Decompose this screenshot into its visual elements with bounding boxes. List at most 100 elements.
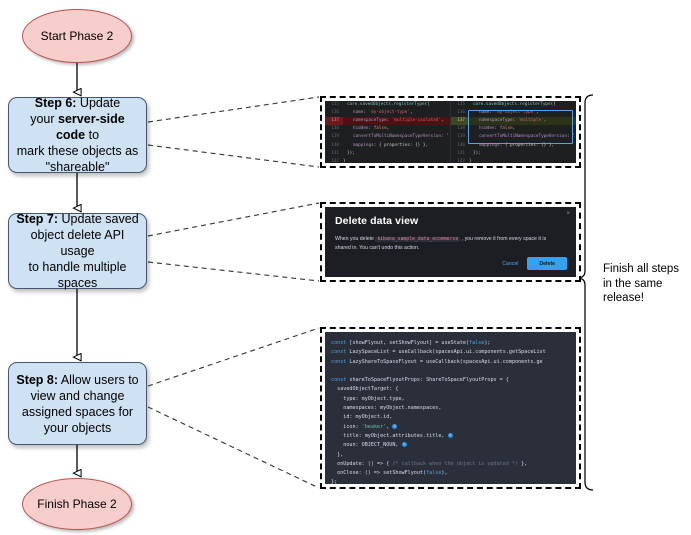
diff-line: 142} <box>325 158 450 163</box>
release-note-line2: in the same <box>603 277 663 290</box>
step-6-line4: "shareable" <box>45 160 110 174</box>
diff-line-number: 141 <box>457 150 465 156</box>
step-8-line1: Allow users to <box>58 372 139 387</box>
react-code-block: const [showFlyout, setShowFlyout] = useS… <box>325 332 576 484</box>
step-7-line2: object delete API usage <box>30 228 125 258</box>
screenshot-delete-modal[interactable]: × Delete data view When you delete kiban… <box>320 202 581 282</box>
close-icon[interactable]: × <box>566 211 570 217</box>
diff-line-code: }); <box>347 150 355 156</box>
dialog-actions: Cancel Delete <box>502 257 567 270</box>
code-line: title: myObject.attributes.title, i <box>331 432 453 439</box>
node-step-8-label: Step 8: Allow users to view and change a… <box>16 372 138 436</box>
diff-line: 139 convertToMultiNamespaceTypeVersion: ' <box>451 133 576 141</box>
diff-line: 142} <box>451 158 576 163</box>
code-line: onUpdate: () => { /* callback when the o… <box>331 460 528 467</box>
step-7-bold: Step 7: <box>16 212 59 226</box>
release-note-line3: release! <box>603 292 644 304</box>
node-step-6[interactable]: Step 6: Update your server-side code to … <box>8 96 147 174</box>
step-6-line2a: your <box>30 112 59 126</box>
code-line: const LazySpaceList = useCallback(spaces… <box>331 349 546 356</box>
code-line: const shareToSpaceFlyoutProps: ShareToSp… <box>331 377 509 384</box>
diff-line-code: name: 'my-object-type', <box>353 110 413 116</box>
diff-line: 135 core.savedObjects.registerType({ <box>451 101 576 109</box>
node-start-phase-2[interactable]: Start Phase 2 <box>22 9 132 63</box>
diff-line-number: 140 <box>331 142 339 148</box>
delete-data-view-dialog: × Delete data view When you delete kiban… <box>325 207 576 277</box>
diff-line: 141}); <box>325 150 450 158</box>
annotation-badge: i <box>401 442 407 448</box>
node-step-7[interactable]: Step 7: Update saved object delete API u… <box>8 211 147 291</box>
diff-line-code: convertToMultiNamespaceTypeVersion: ' <box>353 134 449 140</box>
node-finish-label: Finish Phase 2 <box>37 497 117 511</box>
diff-line-number: 135 <box>457 102 465 108</box>
diff-line-number: 141 <box>331 150 339 156</box>
code-line: savedObjectTarget: { <box>331 386 399 393</box>
release-note-line1: Finish all steps <box>603 263 680 275</box>
node-step-8[interactable]: Step 8: Allow users to view and change a… <box>8 362 147 445</box>
code-line: }; <box>331 479 338 484</box>
code-line: icon: 'beaker', i <box>331 423 398 430</box>
dialog-body-code: kibana_sample_data_ecommerce <box>375 237 461 242</box>
code-line: const [showFlyout, setShowFlyout] = useS… <box>331 340 491 346</box>
diff-line-number: 135 <box>331 102 339 108</box>
cancel-button[interactable]: Cancel <box>502 260 519 267</box>
step-8-line4: your objects <box>43 420 112 435</box>
diff-line-code: } <box>343 158 346 163</box>
diff-line-code: hidden: false, <box>479 126 516 132</box>
diff-line-code: convertToMultiNamespaceTypeVersion: ' <box>479 134 575 140</box>
diff-line-code: name: 'my-object-type', <box>479 110 539 116</box>
step-7-line1: Update saved <box>58 212 139 226</box>
diff-line-code: hidden: false, <box>353 126 390 132</box>
code-line: id: myObject.id, <box>331 414 393 421</box>
diff-line-number: 136 <box>457 110 465 116</box>
diff-line-number: 137 <box>325 117 343 126</box>
diff-line: 141}); <box>451 150 576 158</box>
dialog-title: Delete data view <box>335 215 419 227</box>
screenshot-react-code[interactable]: const [showFlyout, setShowFlyout] = useS… <box>320 327 581 489</box>
step-8-line3: assigned spaces for <box>21 404 134 419</box>
diff-line-code: namespaceType: 'multiple-isolated', <box>353 118 444 124</box>
diff-line-number: 139 <box>457 134 465 140</box>
diff-line-number: 138 <box>331 126 339 132</box>
diff-line-code: mappings: { properties: {} }, <box>479 142 555 148</box>
code-line: onClose: () => setShowFlyout(false), <box>331 470 448 477</box>
diff-line-code: namespaceType: 'multiple', <box>479 118 547 124</box>
diff-line-number: 136 <box>331 110 339 116</box>
code-line: }, <box>331 451 344 458</box>
node-finish-phase-2[interactable]: Finish Phase 2 <box>22 478 132 530</box>
code-line: namespaces: myObject.namespaces, <box>331 405 442 412</box>
dialog-body-after: , you remove it from every space it is s… <box>335 236 547 251</box>
code-line: const LazyShareToSpaceFlyout = useCallba… <box>331 358 543 365</box>
diff-line: 139 convertToMultiNamespaceTypeVersion: ' <box>325 133 450 141</box>
annotation-badge: i <box>392 423 398 429</box>
diff-line-number: 142 <box>331 158 339 163</box>
step-6-bold: Step 6: <box>34 96 77 110</box>
diff-line-code: core.savedObjects.registerType({ <box>473 102 556 108</box>
dialog-body-before: When you delete <box>335 236 376 242</box>
release-note: Finish all steps in the same release! <box>603 262 687 306</box>
diff-line-number: 139 <box>331 134 339 140</box>
step-8-bold: Step 8: <box>16 372 59 387</box>
diff-line: 138 hidden: false, <box>451 125 576 133</box>
diff-line: 136 name: 'my-object-type', <box>325 109 450 117</box>
diff-line-number: 140 <box>457 142 465 148</box>
diff-line: 140 mappings: { properties: {} }, <box>451 141 576 149</box>
diff-column-after: 135 core.savedObjects.registerType({ 136 na… <box>451 101 576 163</box>
diff-line-number: 142 <box>457 158 465 163</box>
diff-line-code: }); <box>473 150 481 156</box>
step-7-line3: to handle multiple spaces <box>28 260 127 290</box>
diff-line-number: 138 <box>457 126 465 132</box>
code-line: type: myObject.type, <box>331 395 405 402</box>
diff-line-code: mappings: { properties: {} }, <box>353 142 429 148</box>
step-6-line2c: to <box>85 128 100 142</box>
diff-line: 136 name: 'my-object-type', <box>451 109 576 117</box>
code-line: noun: OBJECT_NOUN, i <box>331 442 407 449</box>
step-6-line2b: server-side code <box>55 112 125 142</box>
node-step-7-label: Step 7: Update saved object delete API u… <box>16 211 139 291</box>
delete-button[interactable]: Delete <box>527 257 567 270</box>
